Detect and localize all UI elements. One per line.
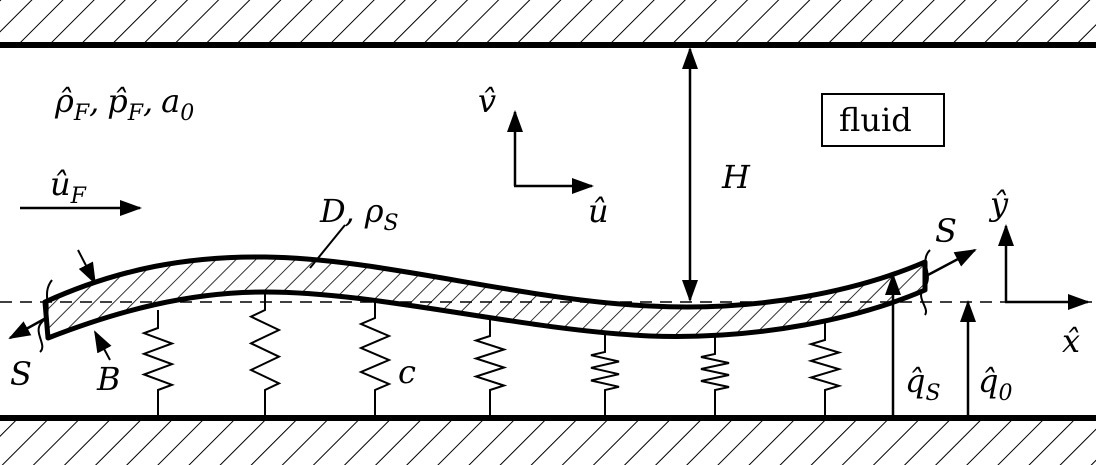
elastic-beam xyxy=(42,254,928,341)
spring xyxy=(700,336,730,418)
y-hat-label: ŷ xyxy=(988,185,1009,223)
spring xyxy=(807,322,843,418)
thickness-arrow-bottom xyxy=(94,330,112,361)
left-cut-mark xyxy=(37,279,53,353)
h-label: H xyxy=(721,158,751,196)
s-label-left: S xyxy=(10,355,32,393)
fluid-box xyxy=(821,93,945,147)
spring xyxy=(141,310,175,418)
top-wall xyxy=(0,0,1096,48)
fluid-label: fluid xyxy=(839,101,912,139)
spring xyxy=(590,334,620,418)
v-hat-label: v̂ xyxy=(478,82,496,120)
spring xyxy=(358,300,392,418)
b-label: B xyxy=(96,360,121,398)
s-label-right: S xyxy=(935,212,957,250)
thickness-arrow-top xyxy=(77,249,96,285)
bottom-wall xyxy=(0,415,1096,465)
beam-properties-label: D,ρS xyxy=(319,192,399,236)
flow-velocity-label: ûF xyxy=(50,165,87,209)
s-arrow-right xyxy=(925,248,977,278)
right-cut-mark xyxy=(920,249,931,316)
fluid-properties-label: ρ̂F,p̂F,a0 xyxy=(54,82,194,126)
c-label: c xyxy=(398,353,416,391)
q-s-label: q̂S xyxy=(905,362,941,406)
u-hat-label: û xyxy=(588,192,609,230)
spring xyxy=(472,318,508,418)
s-arrow-left xyxy=(8,316,47,340)
q-0-label: q̂0 xyxy=(978,362,1012,406)
d-leader-line xyxy=(309,224,346,269)
springs xyxy=(141,292,843,418)
x-hat-label: x̂ xyxy=(1062,322,1080,360)
spring xyxy=(248,292,282,418)
